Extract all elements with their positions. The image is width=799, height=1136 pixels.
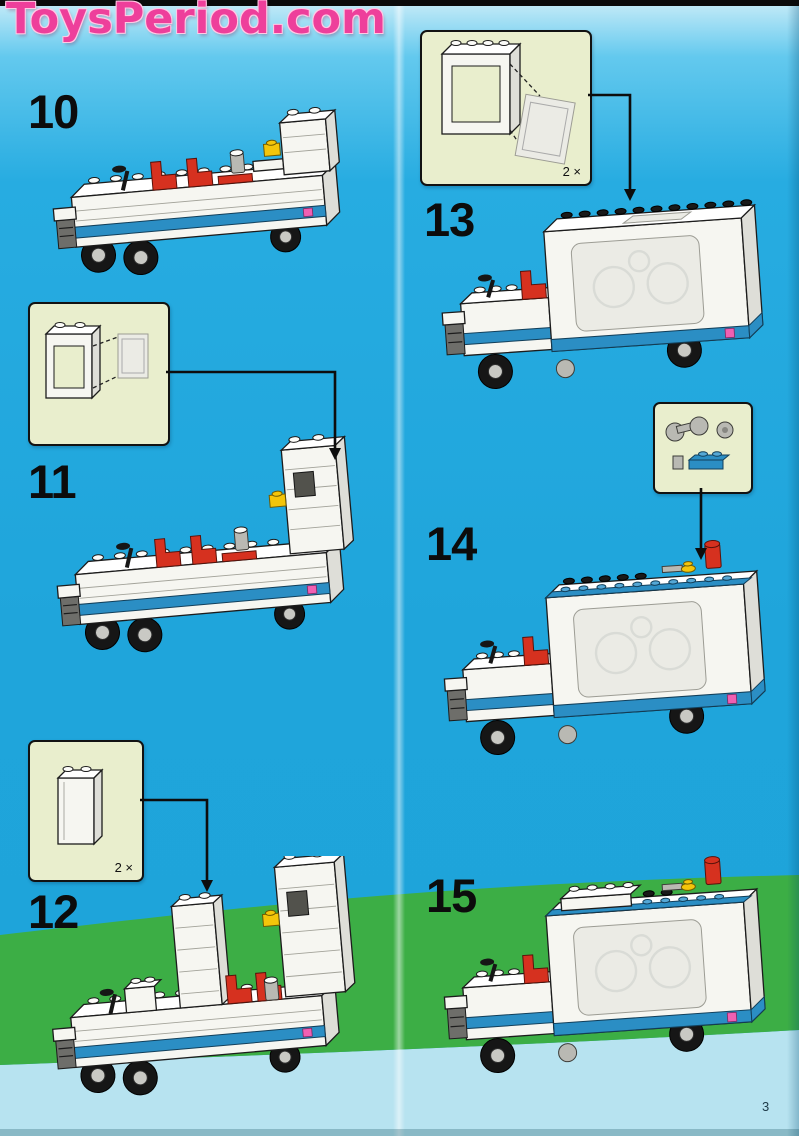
- window-frame-piece-illustration: [44, 322, 149, 400]
- page-number: 3: [762, 1099, 770, 1114]
- window-and-pane-piece-illustration: [440, 40, 576, 165]
- step-12-number: 12: [28, 885, 79, 938]
- step-13-number: 13: [424, 193, 475, 246]
- page-bottom-edge-shadow: [0, 1129, 799, 1136]
- step-13-illustration: [428, 199, 773, 413]
- wall-panel-piece-illustration: [56, 766, 104, 846]
- step-10-illustration: [50, 107, 345, 282]
- step-11-callout-arrow: [166, 370, 341, 460]
- watermark: ToysPeriod.com: [6, 0, 386, 44]
- light-and-plate-pieces-illustration: [665, 416, 734, 470]
- step-12-callout-arrow: [140, 798, 213, 892]
- step-14-callout-arrow: [695, 488, 707, 560]
- step-12-illustration: [49, 856, 356, 1103]
- step-11-number: 11: [28, 455, 77, 508]
- step-12-piece-count: 2 ×: [114, 860, 133, 875]
- step-11-illustration: [54, 434, 355, 660]
- page-fold-line: [393, 0, 405, 1136]
- step-14-callout-box: [653, 402, 753, 494]
- step-14-illustration: [430, 540, 775, 781]
- step-13-callout-box: 2 ×: [420, 30, 592, 186]
- step-11-callout-box: [28, 302, 170, 446]
- step-12-callout-box: 2 ×: [28, 740, 144, 882]
- scan-top-edge: [0, 0, 799, 6]
- step-15-number: 15: [426, 869, 477, 922]
- page-right-edge-shadow: [787, 0, 799, 1136]
- step-13-piece-count: 2 ×: [562, 164, 581, 179]
- step-15-illustration: [428, 856, 778, 1102]
- step-10-number: 10: [28, 85, 79, 138]
- step-13-callout-arrow: [588, 93, 636, 201]
- step-14-number: 14: [426, 517, 477, 570]
